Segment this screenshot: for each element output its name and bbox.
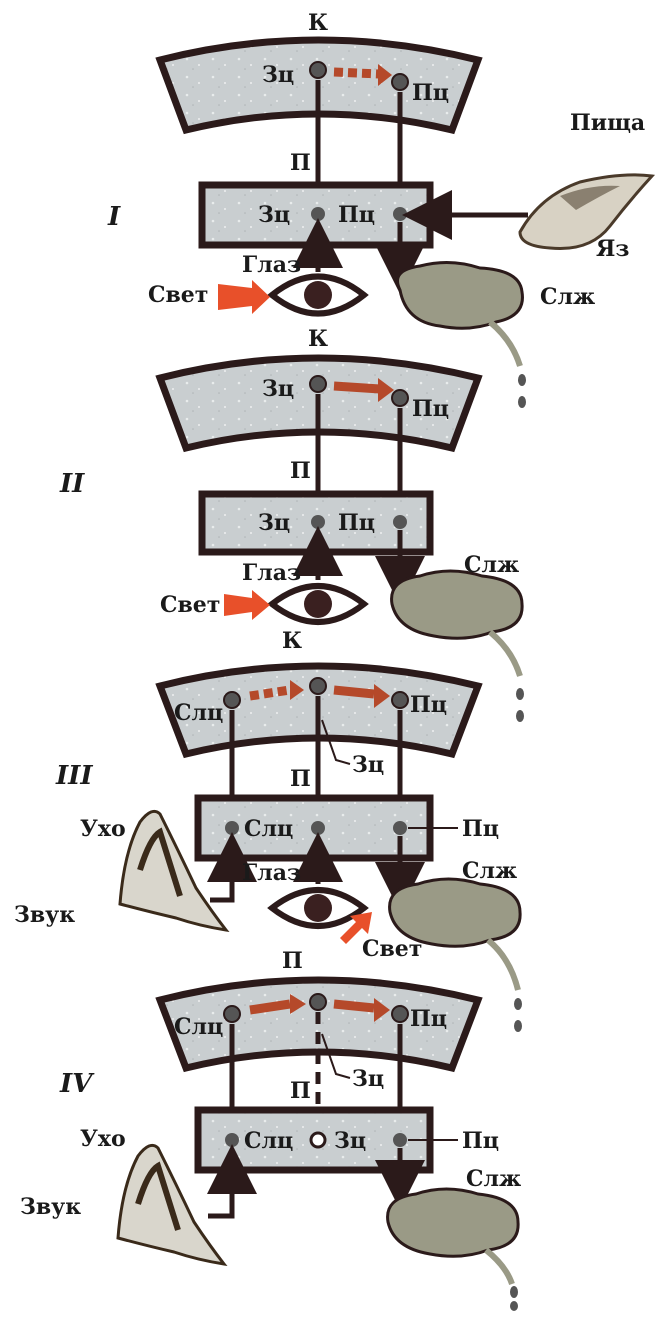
gland-duct	[486, 1250, 512, 1284]
panel-numeral: I	[107, 202, 121, 232]
visual-center-label: Зц	[352, 1066, 384, 1092]
saliva-drop-icon	[514, 1020, 522, 1032]
sub-center-visual: Зц	[258, 510, 290, 536]
cortex-node-visual	[310, 62, 326, 78]
tongue-icon	[520, 175, 652, 249]
ear-label: Ухо	[80, 1126, 126, 1152]
eye-pupil-icon	[304, 590, 332, 618]
subcortex-label: П	[290, 150, 311, 176]
cortex-node-sound	[224, 1006, 240, 1022]
eye-pupil-icon	[304, 281, 332, 309]
cortex-node-food	[392, 390, 408, 406]
sub-center-food: Пц	[338, 202, 375, 228]
temporary-connection-arrow	[250, 1004, 290, 1010]
temporary-connection-arrow	[334, 386, 380, 389]
sub-node-food	[393, 515, 407, 529]
cortex-node-food	[392, 1006, 408, 1022]
tongue-label: Яз	[596, 236, 629, 262]
cortex-center-sound: Слц	[174, 1014, 223, 1040]
panel-numeral: IV	[59, 1069, 95, 1099]
panel-3: К Слц Пц Зц П III Слц Пц Ухо Звук Глаз	[14, 628, 522, 1032]
gland-duct	[490, 632, 520, 676]
light-label: Свет	[148, 282, 208, 308]
temporary-connection-arrow	[334, 1004, 374, 1008]
cortex-center-food: Пц	[412, 396, 449, 422]
saliva-drop-icon	[510, 1301, 518, 1311]
cortex-center-visual: Зц	[262, 376, 294, 402]
temporary-connection-arrow	[334, 690, 374, 694]
sub-center-food: Пц	[338, 510, 375, 536]
sub-center-sound: Слц	[244, 816, 293, 842]
sound-label: Звук	[20, 1194, 81, 1220]
sub-node-visual-inactive	[311, 1133, 325, 1147]
subcortex-label: П	[290, 1078, 311, 1104]
saliva-drop-icon	[516, 710, 524, 722]
salivary-gland-icon	[398, 262, 523, 328]
sub-node-visual	[311, 207, 325, 221]
sub-node-visual	[311, 821, 325, 835]
cortex-center-sound: Слц	[174, 700, 223, 726]
cortex-node-food	[392, 74, 408, 90]
saliva-drop-icon	[510, 1286, 518, 1298]
cortex-node-visual	[310, 376, 326, 392]
panel-2: К Зц Пц П II Зц Пц Глаз Свет Слж	[59, 326, 524, 722]
saliva-drop-icon	[518, 374, 526, 386]
salivary-gland-icon	[388, 1189, 519, 1256]
light-label: Свет	[160, 592, 220, 618]
panel-1: К Зц Пц П I Зц Пц Глаз Свет Слж Пища Яз	[107, 10, 652, 408]
panel-4: П Слц Пц Зц П IV Слц Зц Пц Ухо Звук Слж	[20, 948, 521, 1311]
saliva-drop-icon	[516, 688, 524, 700]
eye-label: Глаз	[242, 252, 301, 278]
gland-label: Слж	[462, 858, 517, 884]
sub-node-sound	[225, 1133, 239, 1147]
sub-right-label: Пц	[462, 816, 499, 842]
panel-numeral: II	[59, 469, 85, 499]
cortex-label: К	[308, 326, 328, 352]
eye-label: Глаз	[242, 860, 301, 886]
sub-center-visual: Зц	[258, 202, 290, 228]
visual-center-label: Зц	[352, 752, 384, 778]
gland-duct	[488, 940, 518, 990]
gland-label: Слж	[540, 284, 595, 310]
sub-right-label: Пц	[462, 1128, 499, 1154]
sub-node-visual	[311, 515, 325, 529]
gland-duct	[490, 322, 520, 366]
food-label: Пища	[570, 110, 645, 136]
saliva-drop-icon	[514, 998, 522, 1010]
sub-node-food	[393, 821, 407, 835]
sub-node-sound	[225, 821, 239, 835]
gland-label: Слж	[466, 1166, 521, 1192]
light-arrow-icon	[218, 280, 270, 314]
sub-node-food	[393, 1133, 407, 1147]
subcortex-label: П	[290, 766, 311, 792]
cortex-node-visual	[310, 994, 326, 1010]
cortex-label: К	[282, 628, 302, 654]
sub-center-visual: Зц	[334, 1128, 366, 1154]
sound-label: Звук	[14, 902, 75, 928]
salivary-gland-icon	[392, 571, 523, 638]
salivary-gland-icon	[390, 879, 521, 946]
temporary-connection-arrow	[250, 690, 290, 696]
panel-numeral: III	[55, 761, 93, 791]
cortex-node-sound	[224, 692, 240, 708]
sub-center-sound: Слц	[244, 1128, 293, 1154]
ear-label: Ухо	[80, 816, 126, 842]
cortex-node-visual	[310, 678, 326, 694]
cortex-node-food	[392, 692, 408, 708]
cortex-center-food: Пц	[410, 1006, 447, 1032]
cortex-center-food: Пц	[412, 80, 449, 106]
saliva-drop-icon	[518, 396, 526, 408]
subcortex-label: П	[290, 458, 311, 484]
cortex-center-visual: Зц	[262, 62, 294, 88]
eye-label: Глаз	[242, 560, 301, 586]
cortex-label: П	[282, 948, 303, 974]
light-arrow-icon	[224, 590, 270, 620]
gland-label: Слж	[464, 552, 519, 578]
eye-pupil-icon	[304, 894, 332, 922]
cortex-center-food: Пц	[410, 692, 447, 718]
cortex-label: К	[308, 10, 328, 36]
sub-node-food	[393, 207, 407, 221]
